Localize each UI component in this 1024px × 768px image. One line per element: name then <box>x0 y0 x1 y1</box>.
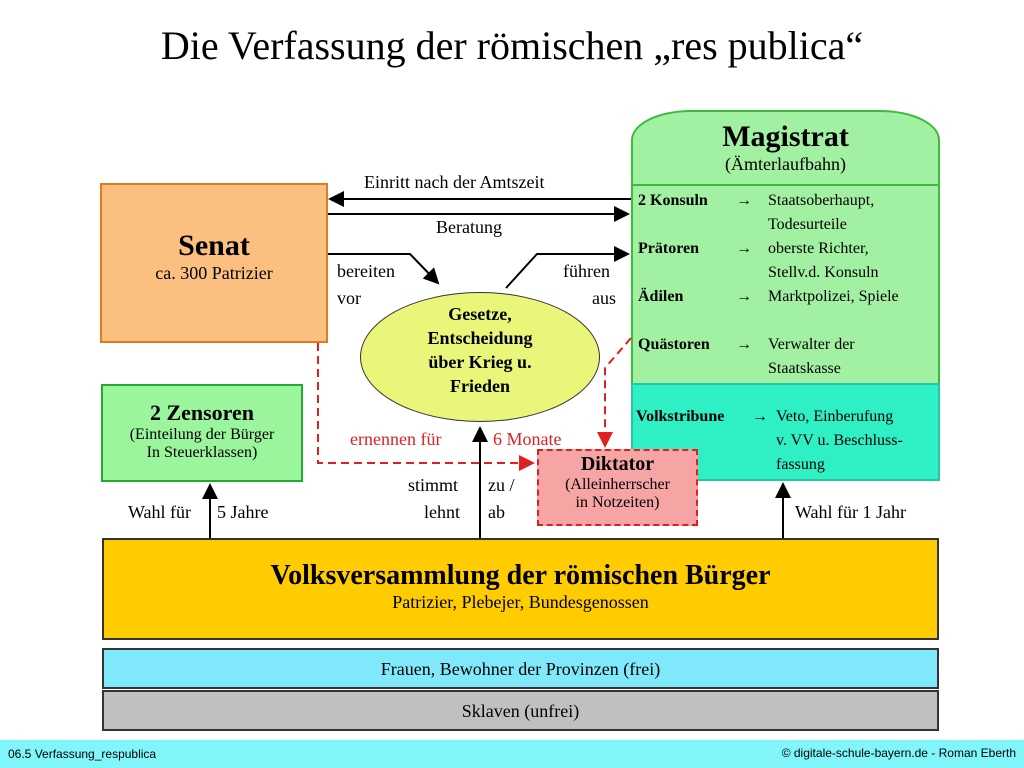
footer-right: © digitale-schule-bayern.de - Roman Eber… <box>781 746 1016 760</box>
volksversammlung-title: Volksversammlung der römischen Bürger <box>270 560 771 591</box>
lehnt-label: lehnt <box>424 502 460 522</box>
sklaven-text: Sklaven (unfrei) <box>461 701 580 721</box>
senat-box: Senat ca. 300 Patrizier <box>100 183 328 343</box>
magistrat-subtitle: (Ämterlaufbahn) <box>725 154 846 174</box>
volksversammlung-subtitle: Patrizier, Plebejer, Bundesgenossen <box>392 592 649 612</box>
fuehren-arrow <box>505 246 630 289</box>
jahre5-label: 5 Jahre <box>217 502 269 522</box>
senat-subtitle: ca. 300 Patrizier <box>155 263 273 283</box>
diktator-desc: in Notzeiten) <box>575 494 660 511</box>
zensoren-desc: In Steuerklassen) <box>146 444 258 461</box>
frauen-text: Frauen, Bewohner der Provinzen (frei) <box>380 659 661 679</box>
volksversammlung-box: Volksversammlung der römischen Bürger Pa… <box>102 538 939 640</box>
office-name: 2 Konsuln <box>638 192 708 209</box>
zu-label: zu / <box>488 475 515 495</box>
footer-left: 06.5 Verfassung_respublica <box>8 747 157 761</box>
frauen-box: Frauen, Bewohner der Provinzen (frei) <box>102 648 939 689</box>
eintritt-label: Einritt nach der Amtszeit <box>364 172 545 192</box>
diktator-desc: (Alleinherrscher <box>565 476 670 493</box>
zensoren-title: 2 Zensoren <box>149 400 255 425</box>
slide-title: Die Verfassung der römischen „res public… <box>160 23 864 68</box>
arrow-icon: → <box>736 192 752 209</box>
ernennen-label: ernennen für <box>350 429 442 449</box>
office-desc: Marktpolizei, Spiele <box>768 288 899 305</box>
ab-label: ab <box>488 502 505 522</box>
office-desc: oberste Richter, <box>768 240 869 257</box>
gesetze-text: Frieden <box>450 376 510 396</box>
footer: 06.5 Verfassung_respublica © digitale-sc… <box>0 740 1024 768</box>
office-desc: Staatskasse <box>768 360 841 377</box>
arrow-icon: → <box>752 408 768 425</box>
zensoren-desc: (Einteilung der Bürger <box>129 426 275 443</box>
beratung-label: Beratung <box>436 217 502 237</box>
arrow-icon: → <box>736 288 752 305</box>
volkstribune-name: Volkstribune <box>636 408 725 425</box>
gesetze-text: Gesetze, <box>448 304 512 324</box>
magistrat-ernennen-arrow <box>597 337 632 448</box>
gesetze-text: über Krieg u. <box>428 352 532 372</box>
office-desc: Todesurteile <box>768 216 847 233</box>
senat-ernennen-arrow <box>317 343 535 471</box>
office-desc: Verwalter der <box>768 336 855 353</box>
magistrat-title: Magistrat <box>722 120 849 153</box>
magistrat-box: Magistrat (Ämterlaufbahn) <box>631 110 940 385</box>
diktator-box: Diktator (Alleinherrscher in Notzeiten) <box>537 449 698 526</box>
aus-label: aus <box>592 288 616 308</box>
wahl1-label: Wahl für 1 Jahr <box>795 502 907 522</box>
volkstribune-desc: Veto, Einberufung <box>776 408 894 425</box>
wahl-fuer-label: Wahl für <box>128 502 192 522</box>
gesetze-ellipse: Gesetze, Entscheidung über Krieg u. Frie… <box>360 292 600 422</box>
fuehren-label: führen <box>563 261 610 281</box>
arrow-icon: → <box>736 240 752 257</box>
zensoren-box: 2 Zensoren (Einteilung der Bürger In Ste… <box>101 384 303 482</box>
office-desc: Stellv.d. Konsuln <box>768 264 879 281</box>
office-name: Ädilen <box>638 288 684 305</box>
office-name: Quästoren <box>638 336 710 353</box>
arrow-icon: → <box>736 336 752 353</box>
bereiten-label: bereiten <box>337 261 395 281</box>
monate-label: 6 Monate <box>493 429 562 449</box>
magistrat-divider <box>631 184 940 186</box>
diktator-title: Diktator <box>580 453 655 475</box>
office-desc: Staatsoberhaupt, <box>768 192 875 209</box>
sklaven-box: Sklaven (unfrei) <box>102 690 939 731</box>
vor-label: vor <box>337 288 361 308</box>
volkstribune-desc: fassung <box>776 456 825 473</box>
volkstribune-desc: v. VV u. Beschluss- <box>776 432 903 449</box>
senat-title: Senat <box>178 229 250 262</box>
gesetze-text: Entscheidung <box>427 328 533 348</box>
office-name: Prätoren <box>638 240 700 257</box>
stimmt-label: stimmt <box>408 475 459 495</box>
bereiten-arrow <box>328 253 440 285</box>
